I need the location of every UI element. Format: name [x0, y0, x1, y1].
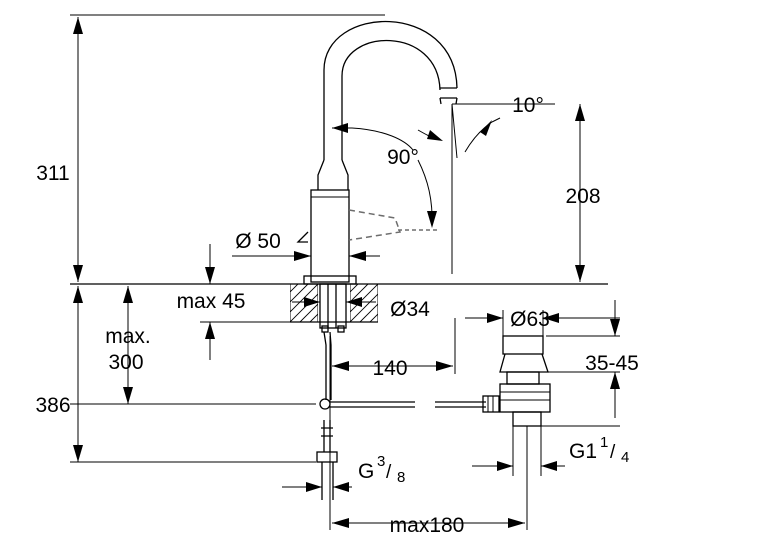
dimension-140: [332, 361, 453, 371]
dimension-35-45: [610, 300, 620, 418]
svg-text:1: 1: [600, 434, 608, 451]
svg-text:/: /: [610, 442, 616, 463]
dimension-208: [575, 104, 585, 282]
dimension-386: [73, 286, 83, 462]
label-below-deck-line1: max.: [105, 325, 151, 348]
label-waste-thread: G1 1 / 4: [569, 434, 629, 466]
label-swivel-angle: 90°: [387, 146, 419, 169]
label-supply-thread: G 3 / 8: [358, 453, 405, 486]
label-total-height: 311: [36, 162, 69, 185]
spout-angle: [417, 103, 501, 159]
dimension-311: [73, 17, 83, 282]
dimension-g-3-8: [282, 482, 352, 492]
label-below-deck-line2: 300: [108, 351, 143, 374]
label-hole-diameter: Ø34: [390, 298, 430, 321]
label-spout-height: 208: [565, 185, 600, 208]
dimension-max-45: [200, 244, 290, 360]
label-waste-diameter: Ø63: [510, 308, 550, 331]
extension-lines: [70, 14, 620, 530]
label-spout-angle: 10°: [512, 94, 544, 117]
dimension-diameter-50: [232, 251, 380, 261]
svg-text:8: 8: [397, 469, 405, 486]
label-body-diameter: Ø 50: [235, 230, 281, 253]
svg-text:3: 3: [377, 453, 385, 470]
svg-text:G1: G1: [569, 440, 597, 463]
dimension-g1-1-4: [472, 426, 565, 476]
dimension-diameter-63: [465, 310, 590, 336]
label-max-offset: max180: [390, 514, 465, 537]
dimension-max-180: [332, 518, 525, 528]
dimension-diameter-34: [292, 297, 376, 307]
label-supply-length: 386: [35, 394, 70, 417]
faucet-outline: [296, 20, 458, 285]
label-deck-thickness: max 45: [177, 290, 246, 313]
label-waste-range: 35-45: [585, 352, 639, 375]
svg-text:/: /: [386, 462, 392, 483]
swivel-angle-arcs: [332, 123, 440, 241]
svg-text:G: G: [358, 460, 374, 483]
label-projection: 140: [372, 357, 407, 380]
dimension-max-300: [123, 286, 133, 404]
waste-fitting: [482, 335, 551, 427]
svg-text:4: 4: [621, 449, 629, 466]
